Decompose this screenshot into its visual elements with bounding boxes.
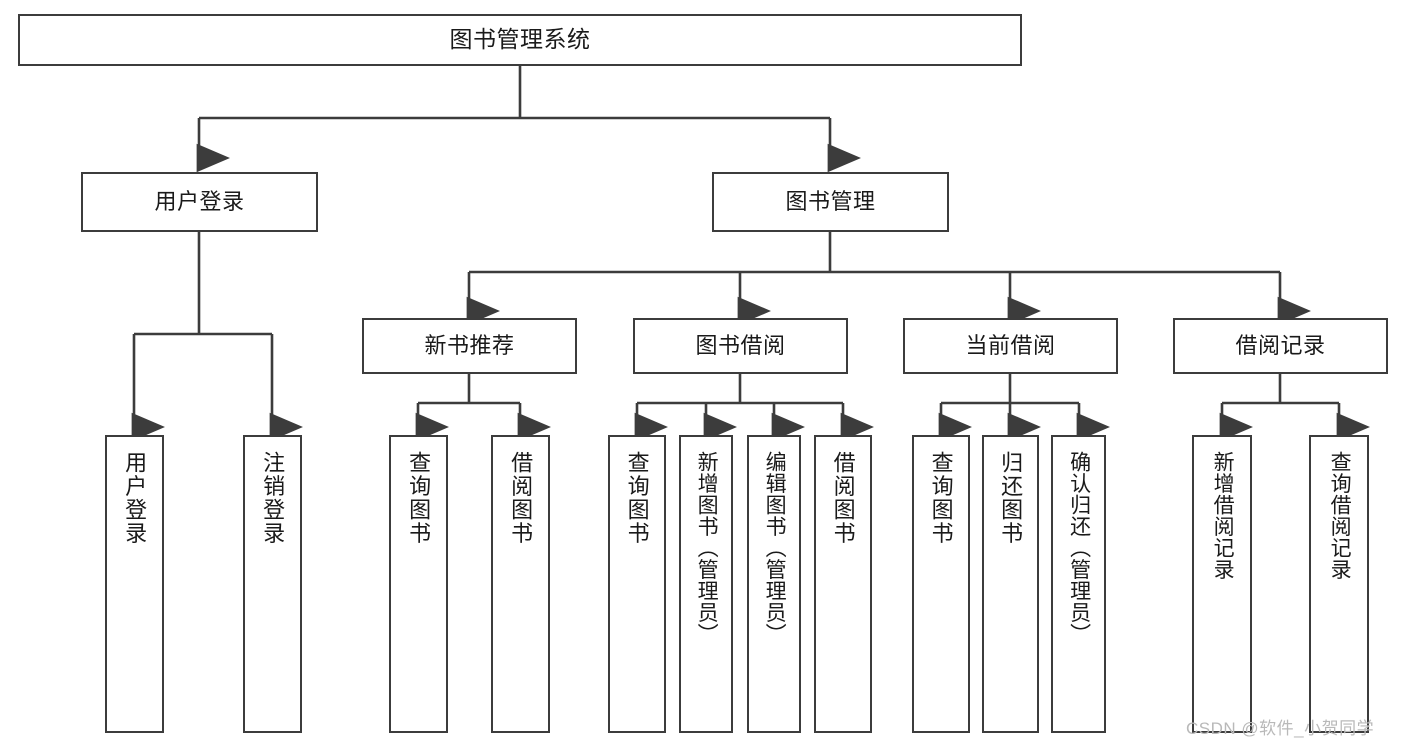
leaf-current-return-book[interactable]: 归还图书 — [982, 435, 1039, 733]
node-label: 当前借阅 — [965, 333, 1056, 359]
node-root-system[interactable]: 图书管理系统 — [18, 14, 1022, 66]
node-label: 用户登录 — [154, 189, 245, 215]
node-label: 编辑图书（管理员） — [763, 451, 787, 645]
node-label: 图书借阅 — [695, 333, 786, 359]
leaf-borrow-add-book-admin[interactable]: 新增图书（管理员） — [679, 435, 733, 733]
node-label: 用户登录 — [122, 451, 148, 545]
leaf-borrow-borrow-book[interactable]: 借阅图书 — [814, 435, 872, 733]
node-book-management[interactable]: 图书管理 — [712, 172, 949, 232]
csdn-watermark: CSDN @软件_小贺同学 — [1186, 719, 1375, 738]
node-label: 查询图书 — [624, 451, 650, 545]
node-label: 确认归还（管理员） — [1067, 451, 1091, 645]
node-borrow-record[interactable]: 借阅记录 — [1173, 318, 1388, 374]
leaf-borrow-query-book[interactable]: 查询图书 — [608, 435, 666, 733]
leaf-current-query-book[interactable]: 查询图书 — [912, 435, 970, 733]
node-label: 查询借阅记录 — [1328, 451, 1352, 580]
node-label: 新增图书（管理员） — [695, 451, 719, 645]
leaf-recommend-query-book[interactable]: 查询图书 — [389, 435, 448, 733]
node-label: 图书管理系统 — [449, 26, 591, 53]
node-label: 新增借阅记录 — [1211, 451, 1235, 580]
leaf-record-add-record[interactable]: 新增借阅记录 — [1192, 435, 1252, 733]
node-label: 借阅图书 — [830, 451, 856, 545]
node-book-borrow[interactable]: 图书借阅 — [633, 318, 848, 374]
leaf-borrow-edit-book-admin[interactable]: 编辑图书（管理员） — [747, 435, 801, 733]
node-label: 查询图书 — [406, 451, 432, 545]
node-label: 归还图书 — [998, 451, 1024, 545]
node-current-borrow[interactable]: 当前借阅 — [903, 318, 1118, 374]
leaf-current-confirm-return-admin[interactable]: 确认归还（管理员） — [1051, 435, 1106, 733]
node-label: 注销登录 — [260, 451, 286, 545]
leaf-record-query-record[interactable]: 查询借阅记录 — [1309, 435, 1369, 733]
node-label: 借阅记录 — [1235, 333, 1326, 359]
leaf-recommend-borrow-book[interactable]: 借阅图书 — [491, 435, 550, 733]
leaf-user-login-logout[interactable]: 注销登录 — [243, 435, 302, 733]
node-label: 新书推荐 — [424, 333, 515, 359]
node-user-login[interactable]: 用户登录 — [81, 172, 318, 232]
node-new-book-recommend[interactable]: 新书推荐 — [362, 318, 577, 374]
node-label: 图书管理 — [785, 189, 876, 215]
leaf-user-login-login[interactable]: 用户登录 — [105, 435, 164, 733]
node-label: 查询图书 — [928, 451, 954, 545]
node-label: 借阅图书 — [508, 451, 534, 545]
